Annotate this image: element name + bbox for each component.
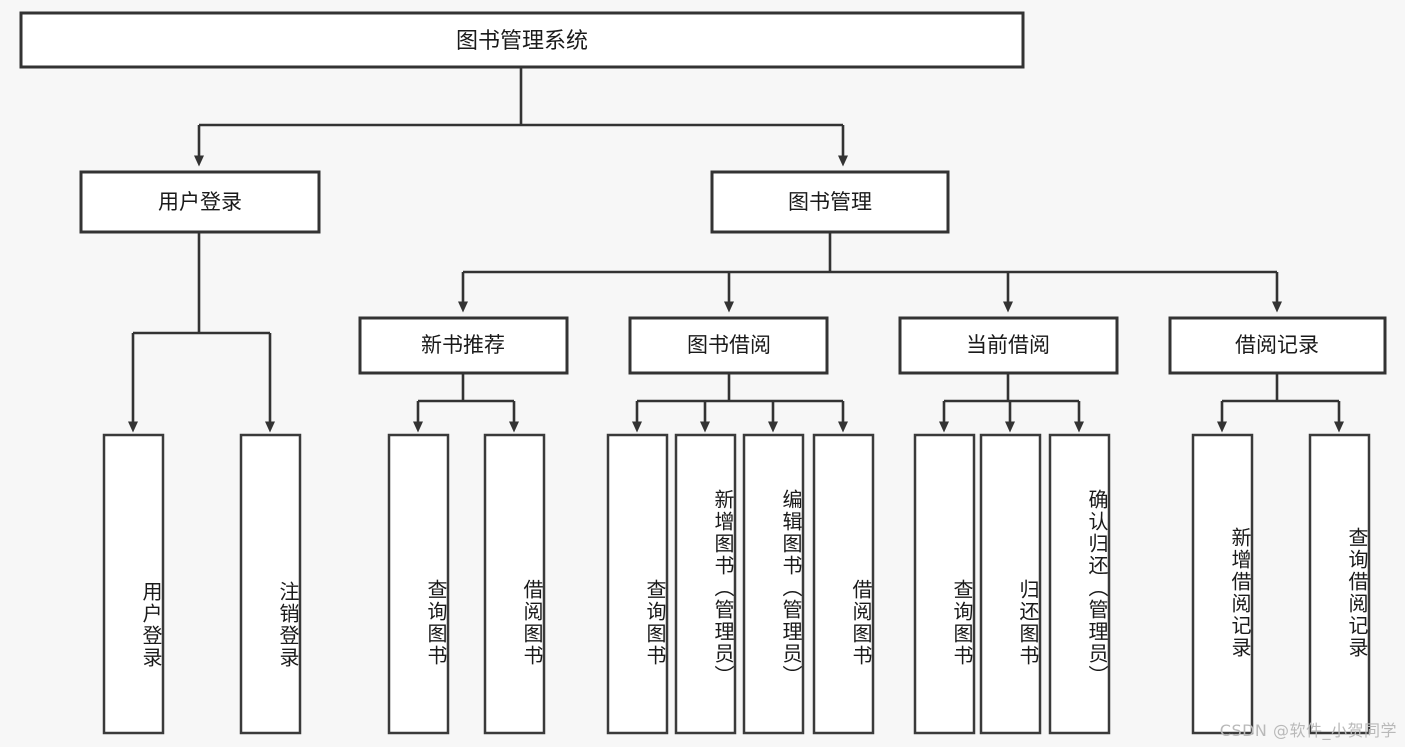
- node-user-login-label: 用户登录: [158, 190, 242, 214]
- connector-root-to-level1: [194, 67, 848, 167]
- node-leaf-logout-login[interactable]: [239, 433, 302, 735]
- node-leaf-user-login[interactable]: [102, 433, 165, 735]
- node-book-borrow[interactable]: 图书借阅: [628, 316, 829, 375]
- node-leaf-query-book-3[interactable]: [913, 433, 976, 735]
- node-book-manage[interactable]: 图书管理: [710, 170, 950, 234]
- node-leaf-add-record[interactable]: [1191, 433, 1254, 735]
- node-root[interactable]: 图书管理系统: [19, 11, 1025, 69]
- connector-currentborrow-to-leaves: [939, 373, 1084, 433]
- node-leaf-return-book[interactable]: [979, 433, 1042, 735]
- connector-newbook-to-leaves: [413, 373, 519, 433]
- node-leaf-query-book-1[interactable]: [387, 433, 450, 735]
- node-book-manage-label: 图书管理: [788, 190, 872, 214]
- node-current-borrow-label: 当前借阅: [966, 333, 1050, 357]
- connector-bookborrow-to-leaves: [632, 373, 848, 433]
- node-leaf-confirm-return[interactable]: [1048, 433, 1111, 735]
- connector-borrowrecord-to-leaves: [1217, 373, 1344, 433]
- connector-bookmanage-to-level2: [458, 232, 1282, 313]
- csdn-watermark: CSDN @软件_小贺同学: [1219, 721, 1397, 740]
- node-leaf-add-book[interactable]: [674, 433, 737, 735]
- node-leaf-edit-book[interactable]: [742, 433, 805, 735]
- node-root-label: 图书管理系统: [456, 29, 588, 54]
- node-current-borrow[interactable]: 当前借阅: [898, 316, 1119, 375]
- node-user-login[interactable]: 用户登录: [79, 170, 321, 234]
- node-leaf-borrow-book-2[interactable]: [812, 433, 875, 735]
- node-book-borrow-label: 图书借阅: [687, 333, 771, 357]
- node-borrow-record-label: 借阅记录: [1235, 333, 1319, 357]
- node-borrow-record[interactable]: 借阅记录: [1168, 316, 1387, 375]
- node-new-book-recommend[interactable]: 新书推荐: [358, 316, 569, 375]
- node-leaf-query-book-2[interactable]: [606, 433, 669, 735]
- connector-userlogin-to-leaves: [128, 232, 275, 433]
- node-leaf-query-record[interactable]: [1308, 433, 1371, 735]
- node-leaf-borrow-book-1[interactable]: [483, 433, 546, 735]
- node-new-book-recommend-label: 新书推荐: [421, 333, 505, 357]
